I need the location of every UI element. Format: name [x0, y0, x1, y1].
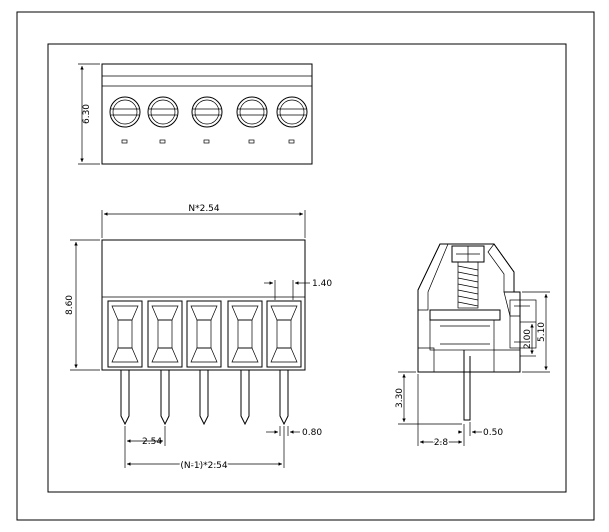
- top-view-height-label: 6.30: [82, 104, 92, 124]
- screw-icon: [191, 96, 223, 144]
- outer-frame: [16, 11, 595, 521]
- side-view: 5.10 2.00 3.30 2.8 0.50: [395, 243, 550, 450]
- pin: [120, 370, 130, 426]
- front-total-label: (N-1)*2.54: [180, 461, 228, 471]
- pin: [279, 370, 289, 426]
- front-width-label: N*2.54: [188, 204, 220, 214]
- front-terminal-openings: [107, 300, 302, 368]
- side-right-outer-label: 5.10: [537, 322, 547, 342]
- pin: [160, 370, 170, 426]
- screw-icon: [236, 96, 268, 144]
- side-pin-label: 0.50: [483, 428, 503, 438]
- terminal-opening: [227, 300, 263, 368]
- terminal-opening: [266, 300, 302, 368]
- front-height-label: 8.60: [65, 295, 75, 315]
- screw-icon: [147, 96, 179, 144]
- terminal-opening: [186, 300, 222, 368]
- front-pin-label: 0.80: [302, 428, 322, 438]
- pin: [199, 370, 209, 426]
- front-pitch-label: 2.54: [142, 437, 162, 447]
- front-pins: [120, 370, 289, 426]
- terminal-opening: [147, 300, 183, 368]
- front-view: N*2.54 8.60 1.40 2.54 0.80 (N-1)*2.54: [65, 204, 332, 473]
- front-opening-label: 1.40: [312, 279, 332, 289]
- inner-frame: [47, 43, 567, 493]
- screw-thread: [457, 261, 479, 309]
- side-right-inner-label: 2.00: [523, 329, 533, 349]
- side-left-label: 3.30: [395, 388, 405, 408]
- screw-icon: [109, 96, 141, 144]
- terminal-opening: [107, 300, 143, 368]
- top-view: 6.30: [78, 63, 313, 165]
- screw-icon: [276, 96, 308, 144]
- pin: [240, 370, 250, 426]
- side-bottom-label: 2.8: [434, 438, 449, 448]
- top-view-screws: [109, 96, 308, 144]
